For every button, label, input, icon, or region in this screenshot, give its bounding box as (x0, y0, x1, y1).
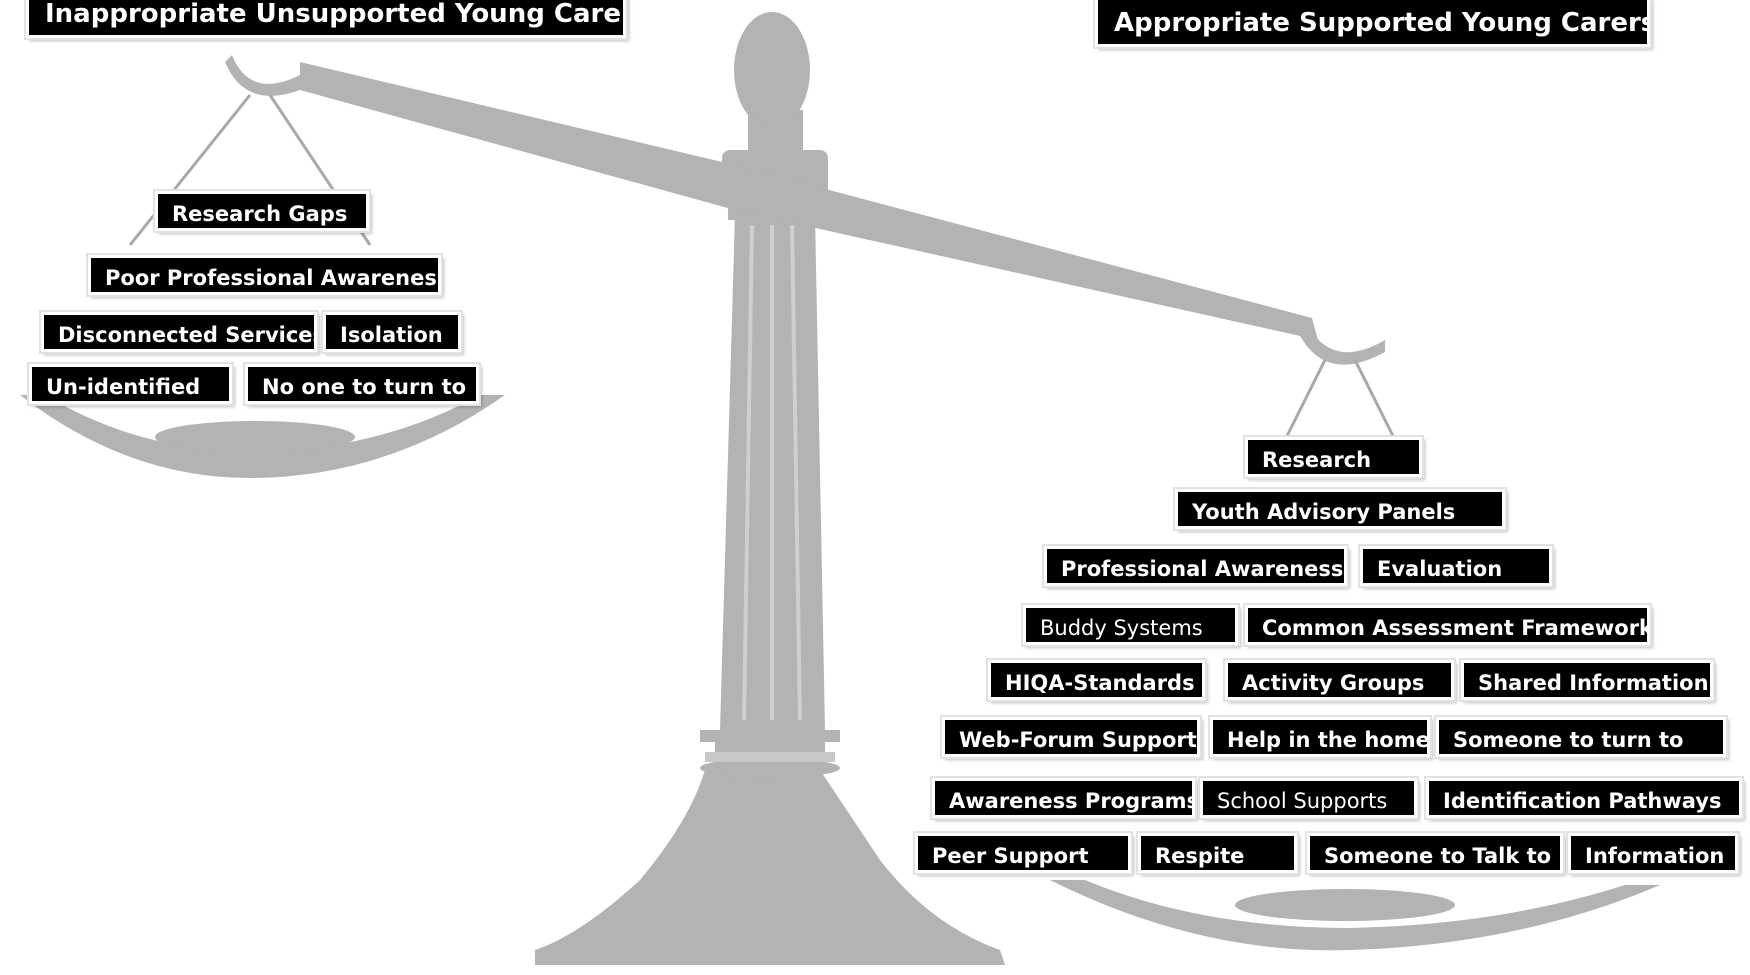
label-respite: Respite (1138, 833, 1297, 873)
label-help-in-the-home: Help in the home (1210, 717, 1430, 757)
left-pan (20, 395, 505, 479)
label-buddy-systems: Buddy Systems (1023, 605, 1238, 645)
label-hiqa-standards: HIQA-Standards (988, 660, 1205, 700)
label-peer-support: Peer Support (915, 833, 1131, 873)
label-school-supports: School Supports (1200, 778, 1417, 818)
label-common-assessment-frameworks: Common Assessment Frameworks (1245, 605, 1650, 645)
scale-beam (300, 62, 1318, 340)
title-inappropriate-unsupported: Inappropriate Unsupported Young Carers (26, 0, 626, 38)
label-research: Research (1245, 437, 1422, 477)
label-someone-to-talk-to: Someone to Talk to (1307, 833, 1563, 873)
label-identification-pathways: Identification Pathways (1426, 778, 1742, 818)
label-youth-advisory-panels: Youth Advisory Panels (1175, 489, 1505, 529)
label-shared-information: Shared Information (1461, 660, 1713, 700)
scale-base (535, 770, 1005, 965)
label-research-gaps: Research Gaps (155, 191, 369, 231)
title-appropriate-supported: Appropriate Supported Young Carers (1095, 0, 1650, 47)
label-information: Information (1568, 833, 1738, 873)
label-awareness-programs: Awareness Programs (932, 778, 1195, 818)
label-no-one-to-turn-to: No one to turn to (245, 364, 479, 404)
label-professional-awareness: Professional Awareness (1044, 546, 1347, 586)
right-pan (1050, 880, 1660, 951)
label-un-identified: Un-identified (29, 364, 232, 404)
label-evaluation: Evaluation (1360, 546, 1552, 586)
scale-finial (734, 12, 810, 128)
label-isolation: Isolation (323, 312, 461, 352)
label-someone-to-turn-to: Someone to turn to (1436, 717, 1726, 757)
label-web-forum-support: Web-Forum Support (942, 717, 1200, 757)
label-poor-professional-awareness: Poor Professional Awareness (88, 255, 441, 295)
label-disconnected-services: Disconnected Services (41, 312, 317, 352)
label-activity-groups: Activity Groups (1225, 660, 1454, 700)
